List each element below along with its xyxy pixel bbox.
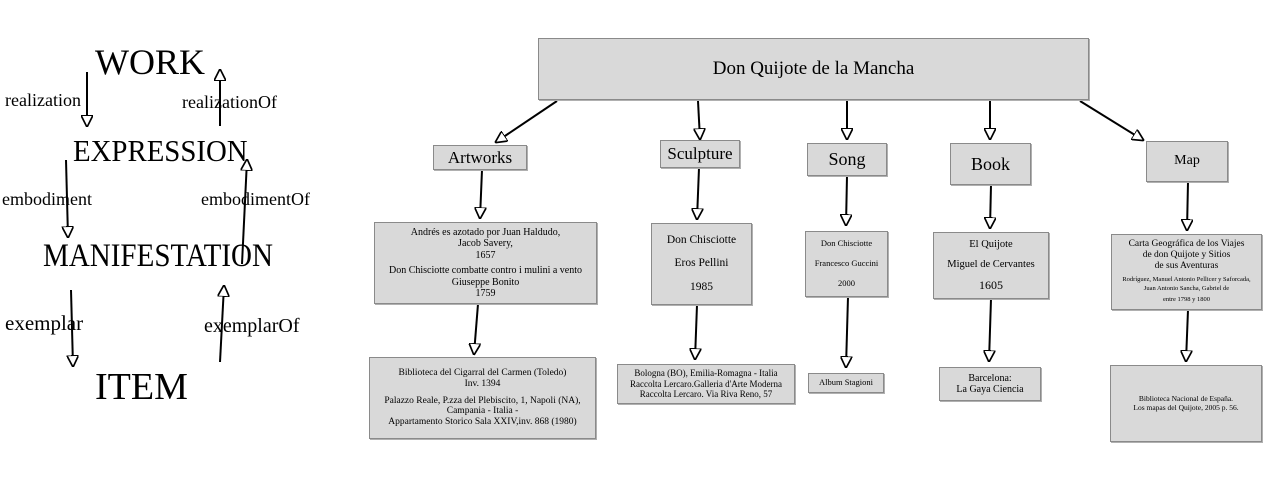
manifestation-line: Eros Pellini bbox=[674, 257, 729, 270]
manifestation-line: 1759 bbox=[475, 288, 496, 299]
manifestation-line: 1657 bbox=[475, 249, 496, 261]
item-line: Barcelona: bbox=[968, 372, 1012, 384]
manifestation-song: Don Chisciotte Francesco Guccini 2000 bbox=[805, 231, 888, 297]
rel-exemplarOf: exemplarOf bbox=[204, 315, 300, 337]
manifestation-line: Don Chisciotte combatte contro i mulini … bbox=[388, 265, 583, 276]
item-line: Biblioteca Nacional de España. bbox=[1138, 393, 1234, 403]
manifestation-line: Rodríguez, Manuel Antonio Pellicer y Saf… bbox=[1122, 276, 1251, 284]
rel-realizationOf: realizationOf bbox=[182, 92, 277, 112]
category-label: Book bbox=[970, 153, 1010, 174]
item-artworks: Biblioteca del Cigarral del Carmen (Tole… bbox=[369, 357, 596, 439]
root-to-map-arrow bbox=[1079, 100, 1143, 140]
category-map: Map bbox=[1146, 141, 1228, 182]
frbr-work: WORK bbox=[95, 42, 205, 82]
frbr-manifestation: MANIFESTATION bbox=[43, 238, 273, 274]
song-to-item-arrow bbox=[846, 296, 848, 367]
manifestation-line: Jacob Savery, bbox=[458, 238, 513, 249]
map-to-item-arrow bbox=[1186, 309, 1188, 361]
manifestation-line: Miguel de Cervantes bbox=[947, 258, 1035, 270]
manifestation-book: El Quijote Miguel de Cervantes 1605 bbox=[933, 232, 1049, 299]
root-work-box: Don Quijote de la Mancha bbox=[538, 38, 1089, 100]
manifestation-line: Juan Antonio Sancha, Gabriel de bbox=[1143, 285, 1230, 292]
manifestation-line: 1605 bbox=[979, 277, 1003, 292]
manifestation-line: Carta Geográfica de los Viajes bbox=[1128, 239, 1245, 250]
rel-exemplar: exemplar bbox=[5, 311, 84, 335]
category-label: Map bbox=[1174, 153, 1200, 169]
item-line: Los mapas del Quijote, 2005 p. 56. bbox=[1133, 402, 1239, 412]
book-to-manifestation-arrow bbox=[990, 184, 991, 228]
artworks-to-manifestation-arrow bbox=[480, 169, 482, 218]
category-label: Sculpture bbox=[667, 144, 733, 164]
artworks-to-item-arrow bbox=[474, 303, 478, 354]
embodiment-arrow bbox=[66, 159, 68, 237]
frbr-expression: EXPRESSION bbox=[73, 133, 248, 168]
item-line: Raccolta Lercaro.Galleria d'Arte Moderna bbox=[629, 378, 783, 389]
category-label: Song bbox=[828, 149, 866, 170]
item-line: Campania - Italia - bbox=[446, 406, 519, 417]
frbr-item: ITEM bbox=[95, 366, 188, 408]
manifestation-line: Giuseppe Bonito bbox=[451, 276, 520, 288]
rel-realization: realization bbox=[5, 90, 81, 110]
category-artworks: Artworks bbox=[433, 145, 527, 170]
item-sculpture: Bologna (BO), Emilia-Romagna - Italia Ra… bbox=[617, 364, 795, 404]
embodimentOf-arrow bbox=[242, 160, 247, 265]
manifestation-line: Francesco Guccini bbox=[814, 258, 879, 269]
item-line: Biblioteca del Cigarral del Carmen (Tole… bbox=[398, 367, 567, 378]
manifestation-line: de sus Aventuras bbox=[1154, 261, 1219, 272]
manifestation-line: 1985 bbox=[690, 280, 713, 293]
exemplar-arrow bbox=[71, 289, 73, 366]
category-sculpture: Sculpture bbox=[660, 140, 740, 168]
manifestation-line: Andrés es azotado por Juan Haldudo, bbox=[410, 226, 561, 238]
rel-embodiment: embodiment bbox=[2, 189, 92, 209]
song-to-manifestation-arrow bbox=[846, 175, 847, 225]
manifestation-map: Carta Geográfica de los Viajes de don Qu… bbox=[1111, 234, 1262, 310]
root-to-artworks-arrow bbox=[496, 100, 558, 142]
book-to-item-arrow bbox=[989, 298, 991, 361]
manifestation-line: 2000 bbox=[838, 277, 855, 288]
item-map: Biblioteca Nacional de España. Los mapas… bbox=[1110, 365, 1262, 442]
category-book: Book bbox=[950, 143, 1031, 185]
category-label: Artworks bbox=[447, 147, 513, 167]
item-line: Palazzo Reale, P.zza del Plebiscito, 1, … bbox=[384, 395, 581, 406]
manifestation-line: de don Quijote y Sitios bbox=[1142, 250, 1231, 261]
item-line: Bologna (BO), Emilia-Romagna - Italia bbox=[634, 368, 778, 379]
manifestation-line: entre 1798 y 1800 bbox=[1162, 295, 1211, 303]
manifestation-line: Don Chisciotte bbox=[666, 234, 737, 247]
item-line: La Gaya Ciencia bbox=[956, 384, 1024, 395]
map-to-manifestation-arrow bbox=[1187, 181, 1188, 230]
item-line: Inv. 1394 bbox=[464, 378, 501, 389]
sculpture-to-manifestation-arrow bbox=[697, 167, 699, 219]
category-song: Song bbox=[807, 143, 887, 176]
root-to-sculpture-arrow bbox=[698, 100, 700, 139]
item-line: Album Stagioni bbox=[818, 377, 874, 388]
item-line: Raccolta Lercaro. Via Riva Reno, 57 bbox=[639, 389, 773, 400]
exemplarOf-arrow bbox=[220, 286, 224, 363]
manifestation-sculpture: Don Chisciotte Eros Pellini 1985 bbox=[651, 223, 752, 305]
sculpture-to-item-arrow bbox=[695, 304, 697, 359]
manifestation-line: Don Chisciotte bbox=[820, 238, 873, 249]
item-song: Album Stagioni bbox=[808, 373, 884, 393]
root-work-title: Don Quijote de la Mancha bbox=[712, 58, 915, 80]
item-line: Appartamento Storico Sala XXIV,inv. 868 … bbox=[388, 417, 577, 428]
item-book: Barcelona: La Gaya Ciencia bbox=[939, 367, 1041, 401]
rel-embodimentOf: embodimentOf bbox=[201, 189, 310, 209]
manifestation-line: El Quijote bbox=[969, 238, 1013, 250]
manifestation-artworks: Andrés es azotado por Juan Haldudo, Jaco… bbox=[374, 222, 597, 304]
